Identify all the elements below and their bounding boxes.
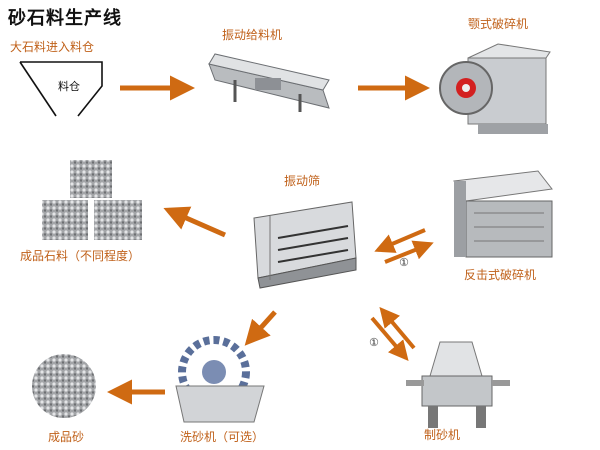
arrow-screen-to-sandmaker [370, 316, 409, 362]
hopper-caption: 大石料进入料仓 [10, 40, 95, 54]
sand-maker-label: 制砂机 [424, 428, 461, 442]
diagram-title: 砂石料生产线 [8, 8, 122, 29]
screen-label: 振动筛 [284, 174, 321, 188]
arrow-screen-to-stone [163, 206, 227, 238]
finished-sand-label: 成品砂 [48, 430, 85, 444]
sand-maker-icon [406, 341, 510, 428]
sand-washer-label: 洗砂机（可选） [180, 430, 265, 444]
impact-crusher-icon [453, 170, 553, 258]
finished-stone-samples-icon [42, 160, 142, 240]
feeder-label: 振动给料机 [222, 28, 283, 42]
marker-screen-sandmaker: ① [369, 336, 379, 349]
hopper-inner-label: 料仓 [58, 80, 80, 93]
arrow-screen-to-washer [244, 310, 277, 346]
vibrating-screen-icon [253, 201, 357, 289]
vibrating-feeder-icon [208, 53, 330, 112]
arrow-screen-to-impact [384, 240, 434, 264]
jaw-crusher-label: 颚式破碎机 [468, 17, 529, 31]
hopper-icon [19, 61, 103, 117]
finished-stone-label: 成品石料（不同程度） [20, 249, 141, 263]
marker-screen-impact: ① [399, 256, 409, 269]
arrow-sandmaker-to-screen [379, 306, 416, 350]
sand-washer-icon [175, 336, 265, 423]
jaw-crusher-icon [439, 43, 551, 134]
arrow-impact-to-screen [374, 228, 426, 253]
finished-sand-icon [32, 354, 96, 418]
impact-crusher-label: 反击式破碎机 [464, 268, 537, 282]
